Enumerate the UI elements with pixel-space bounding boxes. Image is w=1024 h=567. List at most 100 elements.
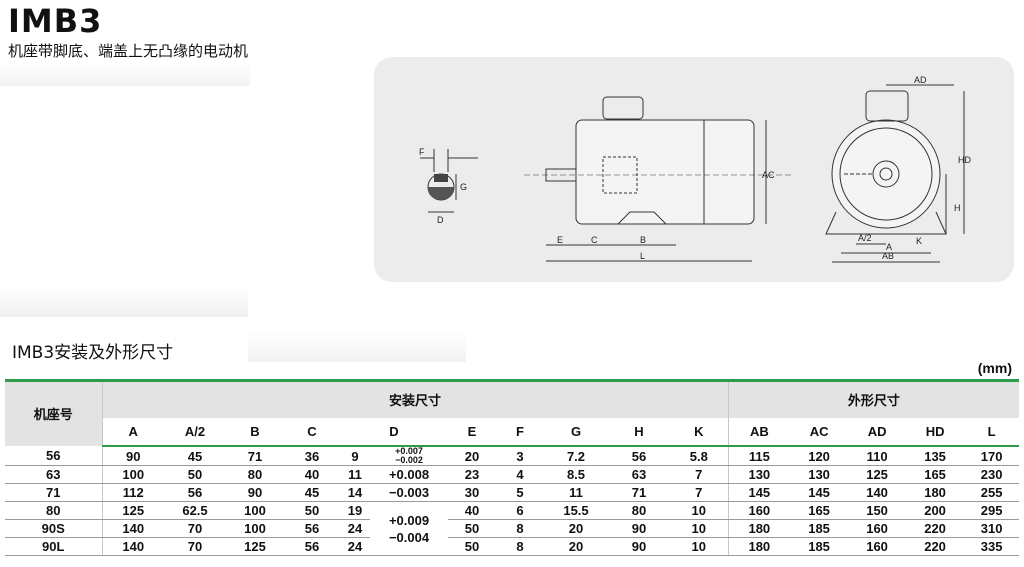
cell-B: 100 — [226, 501, 284, 520]
cell-K: 5.8 — [670, 446, 729, 466]
col-L: L — [964, 418, 1020, 447]
cell-K: 10 — [670, 519, 729, 538]
cell-B: 80 — [226, 465, 284, 484]
unit-label: (mm) — [977, 360, 1012, 376]
cell-H: 90 — [608, 519, 670, 538]
cell-A-half: 50 — [164, 465, 226, 484]
cell-C: 36 — [284, 446, 340, 466]
table-row: 71 112 56 90 45 14 −0.003 30 5 11 71 7 1… — [5, 483, 1020, 502]
col-AD: AD — [848, 418, 907, 447]
cell-L: 230 — [964, 465, 1020, 484]
cell-D: 24 — [340, 537, 370, 556]
col-H: H — [608, 418, 670, 447]
col-E: E — [448, 418, 496, 447]
cell-G: 15.5 — [544, 501, 608, 520]
cell-K: 10 — [670, 537, 729, 556]
cell-G: 20 — [544, 537, 608, 556]
cell-D: 19 — [340, 501, 370, 520]
decorative-bar — [248, 330, 466, 362]
cell-H: 63 — [608, 465, 670, 484]
cell-D-tolerance: +0.008 — [370, 465, 448, 484]
cell-frame: 80 — [5, 501, 103, 520]
cell-frame: 71 — [5, 483, 103, 502]
cell-B: 90 — [226, 483, 284, 502]
col-HD: HD — [906, 418, 965, 447]
table-row: 80 125 62.5 100 50 19 +0.009 −0.004 40 6… — [5, 501, 1020, 556]
motor-dimension-diagram: F G D AC E C B L AD HD H A/2 A AB K — [374, 57, 1014, 282]
cell-AB: 130 — [728, 465, 791, 484]
col-F: F — [496, 418, 544, 447]
cell-AC: 130 — [790, 465, 849, 484]
table-row: 90S 140 70 100 56 24 50 8 20 90 10 180 1… — [5, 519, 1020, 538]
col-G: G — [544, 418, 608, 447]
cell-L: 310 — [964, 519, 1020, 538]
cell-G: 8.5 — [544, 465, 608, 484]
cell-D: 24 — [340, 519, 370, 538]
cell-AB: 160 — [728, 501, 791, 520]
col-B: B — [226, 418, 284, 447]
decorative-bar — [0, 287, 248, 317]
cell-D: 11 — [340, 465, 370, 484]
col-C: C — [284, 418, 340, 447]
cell-HD: 180 — [906, 483, 965, 502]
cell-B: 125 — [226, 537, 284, 556]
cell-AC: 165 — [790, 501, 849, 520]
label-D: D — [437, 215, 444, 225]
cell-L: 255 — [964, 483, 1020, 502]
table-row: 90L 140 70 125 56 24 50 8 20 90 10 180 1… — [5, 537, 1020, 556]
cell-AD: 110 — [848, 446, 907, 466]
cell-D: 14 — [340, 483, 370, 502]
cell-K: 10 — [670, 501, 729, 520]
cell-A: 125 — [102, 501, 164, 520]
cell-F: 8 — [496, 519, 544, 538]
cell-C: 50 — [284, 501, 340, 520]
cell-frame: 90S — [5, 519, 103, 538]
cell-A-half: 70 — [164, 537, 226, 556]
cell-D-tolerance: +0.007 −0.002 — [370, 446, 448, 466]
col-AC: AC — [790, 418, 849, 447]
cell-A-half: 56 — [164, 483, 226, 502]
table-row: 63 100 50 80 40 11 +0.008 23 4 8.5 63 7 … — [5, 465, 1020, 484]
cell-AD: 140 — [848, 483, 907, 502]
col-D: D — [340, 418, 448, 447]
cell-F: 8 — [496, 537, 544, 556]
cell-B: 71 — [226, 446, 284, 466]
cell-AD: 125 — [848, 465, 907, 484]
group-outline: 外形尺寸 — [728, 379, 1020, 418]
tolerance-upper: +0.009 — [388, 512, 430, 528]
col-K: K — [670, 418, 729, 447]
cell-A: 140 — [102, 537, 164, 556]
dimension-table: 机座号 安装尺寸 外形尺寸 A A/2 B C D E F G H K AB A… — [5, 379, 1020, 556]
cell-frame: 90L — [5, 537, 103, 556]
cell-A: 90 — [102, 446, 164, 466]
cell-A: 100 — [102, 465, 164, 484]
cell-C: 40 — [284, 465, 340, 484]
tolerance-lower: −0.002 — [395, 455, 423, 465]
col-AB: AB — [728, 418, 791, 447]
cell-K: 7 — [670, 483, 729, 502]
cell-AB: 115 — [728, 446, 791, 466]
cell-H: 90 — [608, 537, 670, 556]
cell-K: 7 — [670, 465, 729, 484]
label-C: C — [591, 235, 598, 245]
table-row: 56 90 45 71 36 9 +0.007 −0.002 20 3 7.2 … — [5, 446, 1020, 466]
label-K: K — [916, 236, 922, 246]
cell-H: 71 — [608, 483, 670, 502]
cell-HD: 200 — [906, 501, 965, 520]
cell-F: 4 — [496, 465, 544, 484]
label-HD: HD — [958, 155, 971, 165]
cell-AC: 185 — [790, 537, 849, 556]
label-AB: AB — [882, 251, 894, 261]
cell-L: 335 — [964, 537, 1020, 556]
cell-G: 20 — [544, 519, 608, 538]
cell-G: 7.2 — [544, 446, 608, 466]
cell-A-half: 70 — [164, 519, 226, 538]
cell-F: 3 — [496, 446, 544, 466]
cell-A: 140 — [102, 519, 164, 538]
cell-G: 11 — [544, 483, 608, 502]
cell-AC: 120 — [790, 446, 849, 466]
cell-E: 50 — [448, 537, 496, 556]
cell-B: 100 — [226, 519, 284, 538]
label-L: L — [640, 251, 645, 261]
cell-C: 45 — [284, 483, 340, 502]
